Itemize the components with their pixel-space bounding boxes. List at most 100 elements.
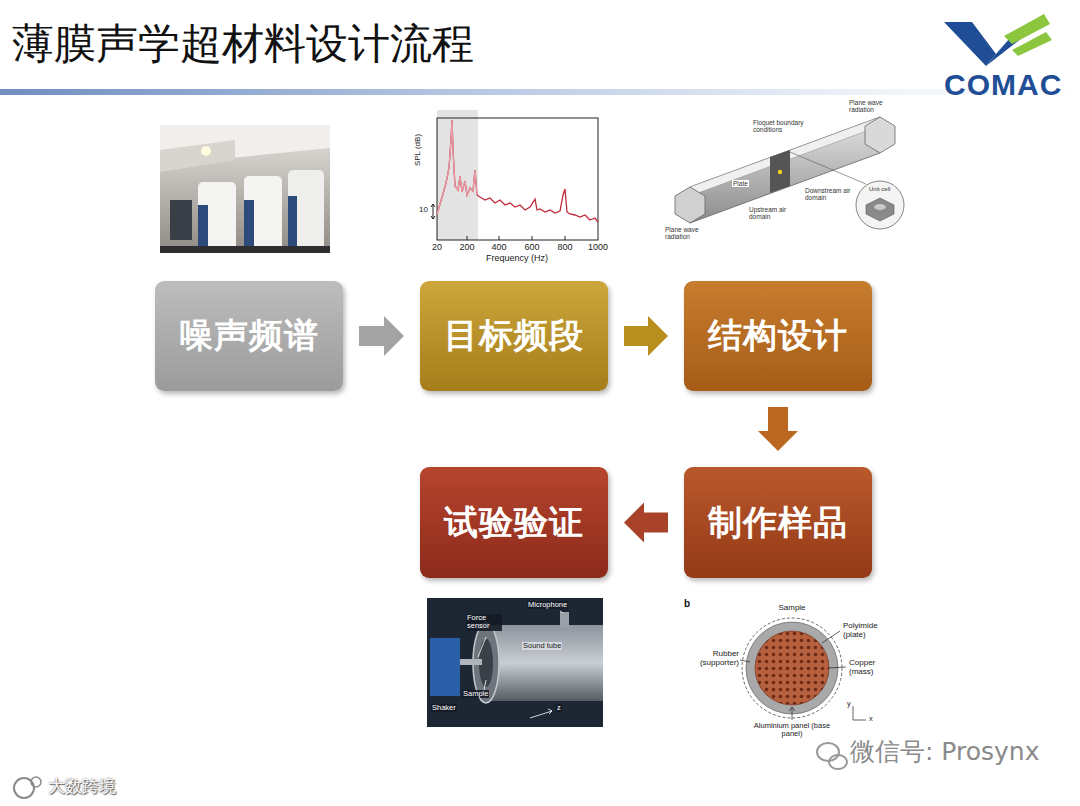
force-sensor-rod <box>460 659 482 665</box>
model-label: Plate <box>732 180 749 187</box>
photo-label: Microphone <box>527 601 568 609</box>
box-label: 目标频段 <box>444 313 584 359</box>
wechat-icon <box>817 743 847 769</box>
box-label: 噪声频谱 <box>179 313 319 359</box>
prism-top-face <box>690 117 880 196</box>
figure-part <box>740 660 750 662</box>
block-arrow <box>359 316 404 356</box>
target-band-shade <box>437 110 478 240</box>
prism-end-hexagon <box>675 187 705 223</box>
process-box: 目标频段 <box>420 281 608 391</box>
logo-green-wing <box>1012 32 1052 56</box>
cabin-wall <box>170 200 192 240</box>
test-rig-photo <box>427 598 603 727</box>
axis-letter: z <box>556 704 562 712</box>
figure-part <box>31 777 41 787</box>
box-label: 制作样品 <box>708 500 848 546</box>
figure-part <box>822 631 840 643</box>
model-label: Floquet boundary conditions <box>752 119 820 133</box>
axis-letter: y <box>847 700 851 708</box>
panel-letter: b <box>684 598 690 609</box>
figure-label: Aluminium panel (base panel) <box>749 722 835 739</box>
figure-part <box>431 204 435 207</box>
photo-label: Sample <box>462 690 489 698</box>
figure-part <box>431 216 435 219</box>
model-label: Downstream air domain <box>804 187 852 201</box>
simulation-model <box>675 117 904 229</box>
seat <box>198 182 236 250</box>
watermark: 微信号: Prosynx <box>850 738 1040 766</box>
block-arrow <box>758 407 798 451</box>
cabin-floor <box>160 246 330 253</box>
tick-label: 200 <box>459 243 474 253</box>
tick-label: 400 <box>491 243 506 253</box>
figure-part <box>829 755 847 769</box>
figure-part <box>853 720 866 721</box>
shaker-body <box>430 638 460 696</box>
photo-label: Force sensor <box>466 614 502 631</box>
axis-title: Frequency (Hz) <box>486 254 548 264</box>
tick-label: 20 <box>432 243 442 253</box>
unit-cell-circle <box>856 181 904 229</box>
process-box: 制作样品 <box>684 467 872 578</box>
figure-part <box>467 236 468 240</box>
prism-end-hexagon <box>865 117 895 153</box>
unit-cell-hexagon <box>866 198 894 221</box>
figure-part <box>499 236 500 240</box>
zoom-line <box>790 152 866 184</box>
process-box: 噪声频谱 <box>155 281 343 391</box>
spectrum-line <box>437 120 598 222</box>
figure-part <box>433 204 434 219</box>
block-arrow <box>624 503 668 543</box>
figure-label: Polyimide (plate) <box>842 622 900 640</box>
spectrum-chart <box>431 110 598 240</box>
seat-side <box>244 200 254 250</box>
figure-part <box>565 236 566 240</box>
model-label: Plane wave radiation <box>664 226 708 240</box>
rubber-ring <box>746 622 838 714</box>
photo-label: Sound tube <box>522 642 562 650</box>
logo-mark <box>944 14 1052 66</box>
box-label: 结构设计 <box>708 313 848 359</box>
tick-label: 800 <box>557 243 572 253</box>
aluminium-panel-outline <box>742 618 842 718</box>
figure-part <box>530 711 552 718</box>
figure-part <box>532 236 533 240</box>
plate-section <box>770 150 790 193</box>
photo-ground <box>427 598 603 727</box>
cabin-photo <box>160 125 330 253</box>
figure-part <box>853 706 854 720</box>
unit-cell-mass <box>874 204 886 210</box>
model-label: Unit cell <box>868 186 891 193</box>
process-box: 试验验证 <box>420 467 608 578</box>
figure-part <box>792 708 793 720</box>
plot-frame <box>437 118 598 240</box>
tick-label: 600 <box>524 243 539 253</box>
seat <box>288 170 324 250</box>
figure-part <box>484 680 486 690</box>
axis-letter: x <box>869 715 873 723</box>
microphone <box>560 612 569 628</box>
plate-mass <box>778 170 782 174</box>
figure-part <box>478 637 486 657</box>
seat-side <box>198 205 208 250</box>
polyimide-plate <box>755 631 829 705</box>
logo-text: COMAC <box>944 68 1062 101</box>
axis-ticks <box>467 236 565 240</box>
photo-label: Shaker <box>431 704 457 712</box>
figure-part <box>560 611 563 613</box>
figure-label: Copper (mass) <box>848 659 894 677</box>
process-box: 结构设计 <box>684 281 872 391</box>
weibo-icon <box>14 777 41 798</box>
prism-body <box>690 117 880 223</box>
figure-part <box>817 743 839 761</box>
tick-label: 1000 <box>588 243 608 253</box>
box-label: 试验验证 <box>444 500 584 546</box>
slide-title: 薄膜声学超材料设计流程 <box>12 16 474 72</box>
spectrum-line-band <box>437 120 477 214</box>
figure-part <box>789 707 795 711</box>
overhead-bin <box>160 140 235 172</box>
axis-title: SPL (dB) <box>414 134 423 166</box>
